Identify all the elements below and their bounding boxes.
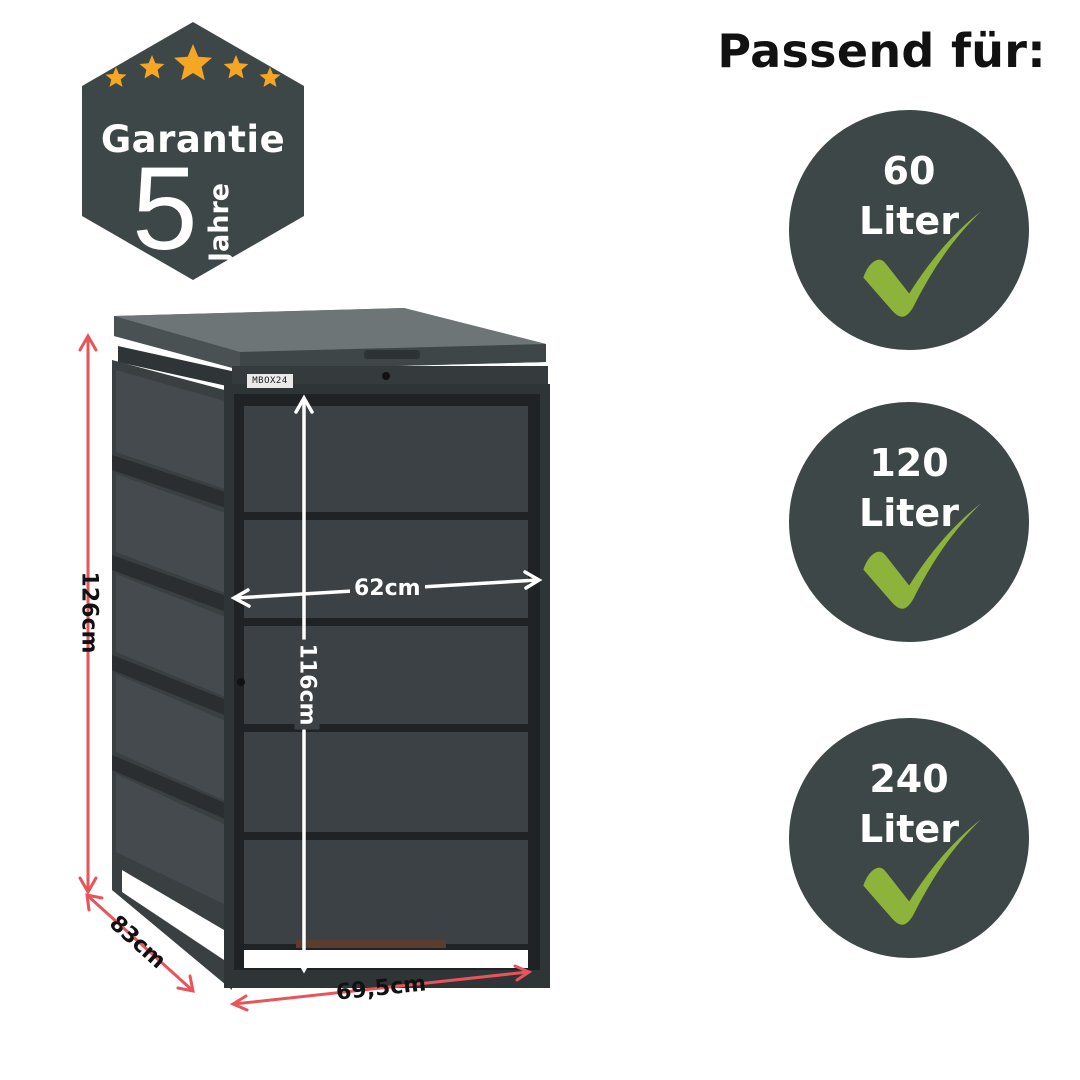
brand-plate: MBOX24 [247, 374, 293, 388]
checkmark-icon [858, 194, 1003, 321]
capacity-circle-240: 240 Liter [789, 718, 1029, 958]
bin-enclosure-illustration [78, 308, 550, 1012]
star-icon [223, 55, 249, 79]
compatibility-heading: Passend für: [717, 24, 1046, 78]
star-icon [139, 55, 165, 79]
checkmark-icon [858, 486, 1003, 613]
stars-rating [105, 44, 281, 87]
capacity-unit: Liter [859, 199, 959, 243]
door-height-label: 116cm [294, 639, 320, 730]
star-icon [105, 67, 127, 87]
star-icon [174, 44, 212, 81]
star-icon [259, 67, 281, 87]
total-height-label: 126cm [76, 571, 102, 654]
badge-years-number: 5 [132, 143, 198, 275]
hexagon-shape [82, 22, 304, 280]
badge-years-label: Jahre [204, 182, 235, 262]
capacity-value: 60 [882, 149, 936, 193]
capacity-circle-120: 120 Liter [789, 402, 1029, 642]
checkmark-icon [858, 802, 1003, 929]
capacity-unit: Liter [859, 807, 959, 851]
capacity-unit: Liter [859, 491, 959, 535]
capacity-value: 240 [869, 757, 949, 801]
guarantee-badge: Garantie 5 Jahre [82, 22, 304, 280]
capacity-circle-60: 60 Liter [789, 110, 1029, 350]
badge-title: Garantie [100, 118, 286, 161]
capacity-value: 120 [869, 441, 949, 485]
door-width-label: 62cm [350, 576, 425, 601]
